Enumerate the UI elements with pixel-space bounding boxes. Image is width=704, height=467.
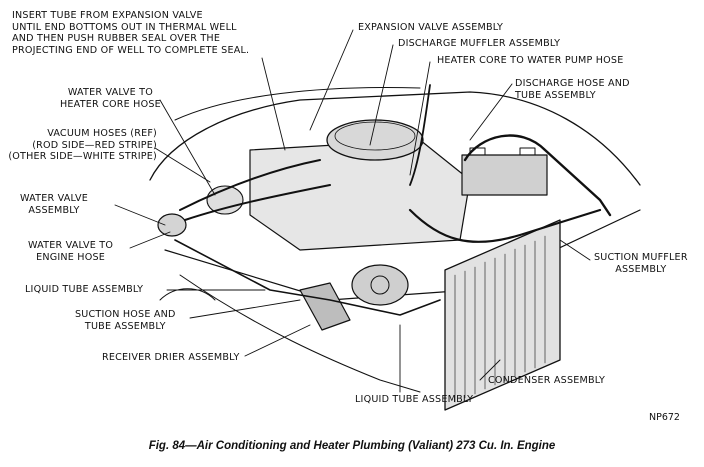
label-vacuum-hoses: VACUUM HOSES (REF) (ROD SIDE—RED STRIPE)…: [8, 128, 157, 162]
wheel-arch: [159, 288, 216, 301]
lower-body: [179, 274, 421, 393]
heater-hose-1: [179, 159, 321, 211]
label-discharge-muffler: DISCHARGE MUFFLER ASSEMBLY: [398, 38, 561, 49]
label-heater-core-hose: HEATER CORE TO WATER PUMP HOSE: [437, 55, 624, 66]
water-pump-hose: [409, 84, 431, 186]
label-water-valve-assembly: WATER VALVE ASSEMBLY: [20, 193, 89, 216]
label-suction-muffler: SUCTION MUFFLER ASSEMBLY: [594, 252, 688, 275]
label-expansion-valve: EXPANSION VALVE ASSEMBLY: [358, 22, 504, 33]
label-liquid-tube-bottom: LIQUID TUBE ASSEMBLY: [355, 394, 474, 405]
figure-caption: Fig. 84—Air Conditioning and Heater Plum…: [148, 440, 556, 452]
heater-hose-2: [184, 184, 331, 221]
suction-hose: [408, 208, 602, 243]
receiver-drier: [299, 282, 351, 331]
compressor: [351, 264, 409, 306]
battery: [461, 154, 548, 196]
label-suction-hose: SUCTION HOSE AND TUBE ASSEMBLY: [75, 309, 176, 332]
condenser-core: [444, 219, 561, 411]
discharge-hose: [463, 134, 612, 217]
label-discharge-hose: DISCHARGE HOSE AND TUBE ASSEMBLY: [515, 78, 630, 101]
fender-outline: [149, 91, 641, 186]
label-receiver-drier: RECEIVER DRIER ASSEMBLY: [102, 352, 240, 363]
cowl-outline: [174, 86, 421, 121]
air-cleaner: [326, 119, 424, 161]
water-valve: [157, 213, 187, 237]
label-water-valve-heater: WATER VALVE TO HEATER CORE HOSE: [60, 87, 161, 110]
label-insert-tube: INSERT TUBE FROM EXPANSION VALVE UNTIL E…: [12, 10, 250, 56]
label-condenser: CONDENSER ASSEMBLY: [488, 375, 606, 386]
liquid-tube: [174, 239, 441, 316]
figure-id: NP672: [649, 412, 680, 423]
label-water-valve-engine: WATER VALVE TO ENGINE HOSE: [28, 240, 114, 263]
label-liquid-tube-left: LIQUID TUBE ASSEMBLY: [25, 284, 144, 295]
